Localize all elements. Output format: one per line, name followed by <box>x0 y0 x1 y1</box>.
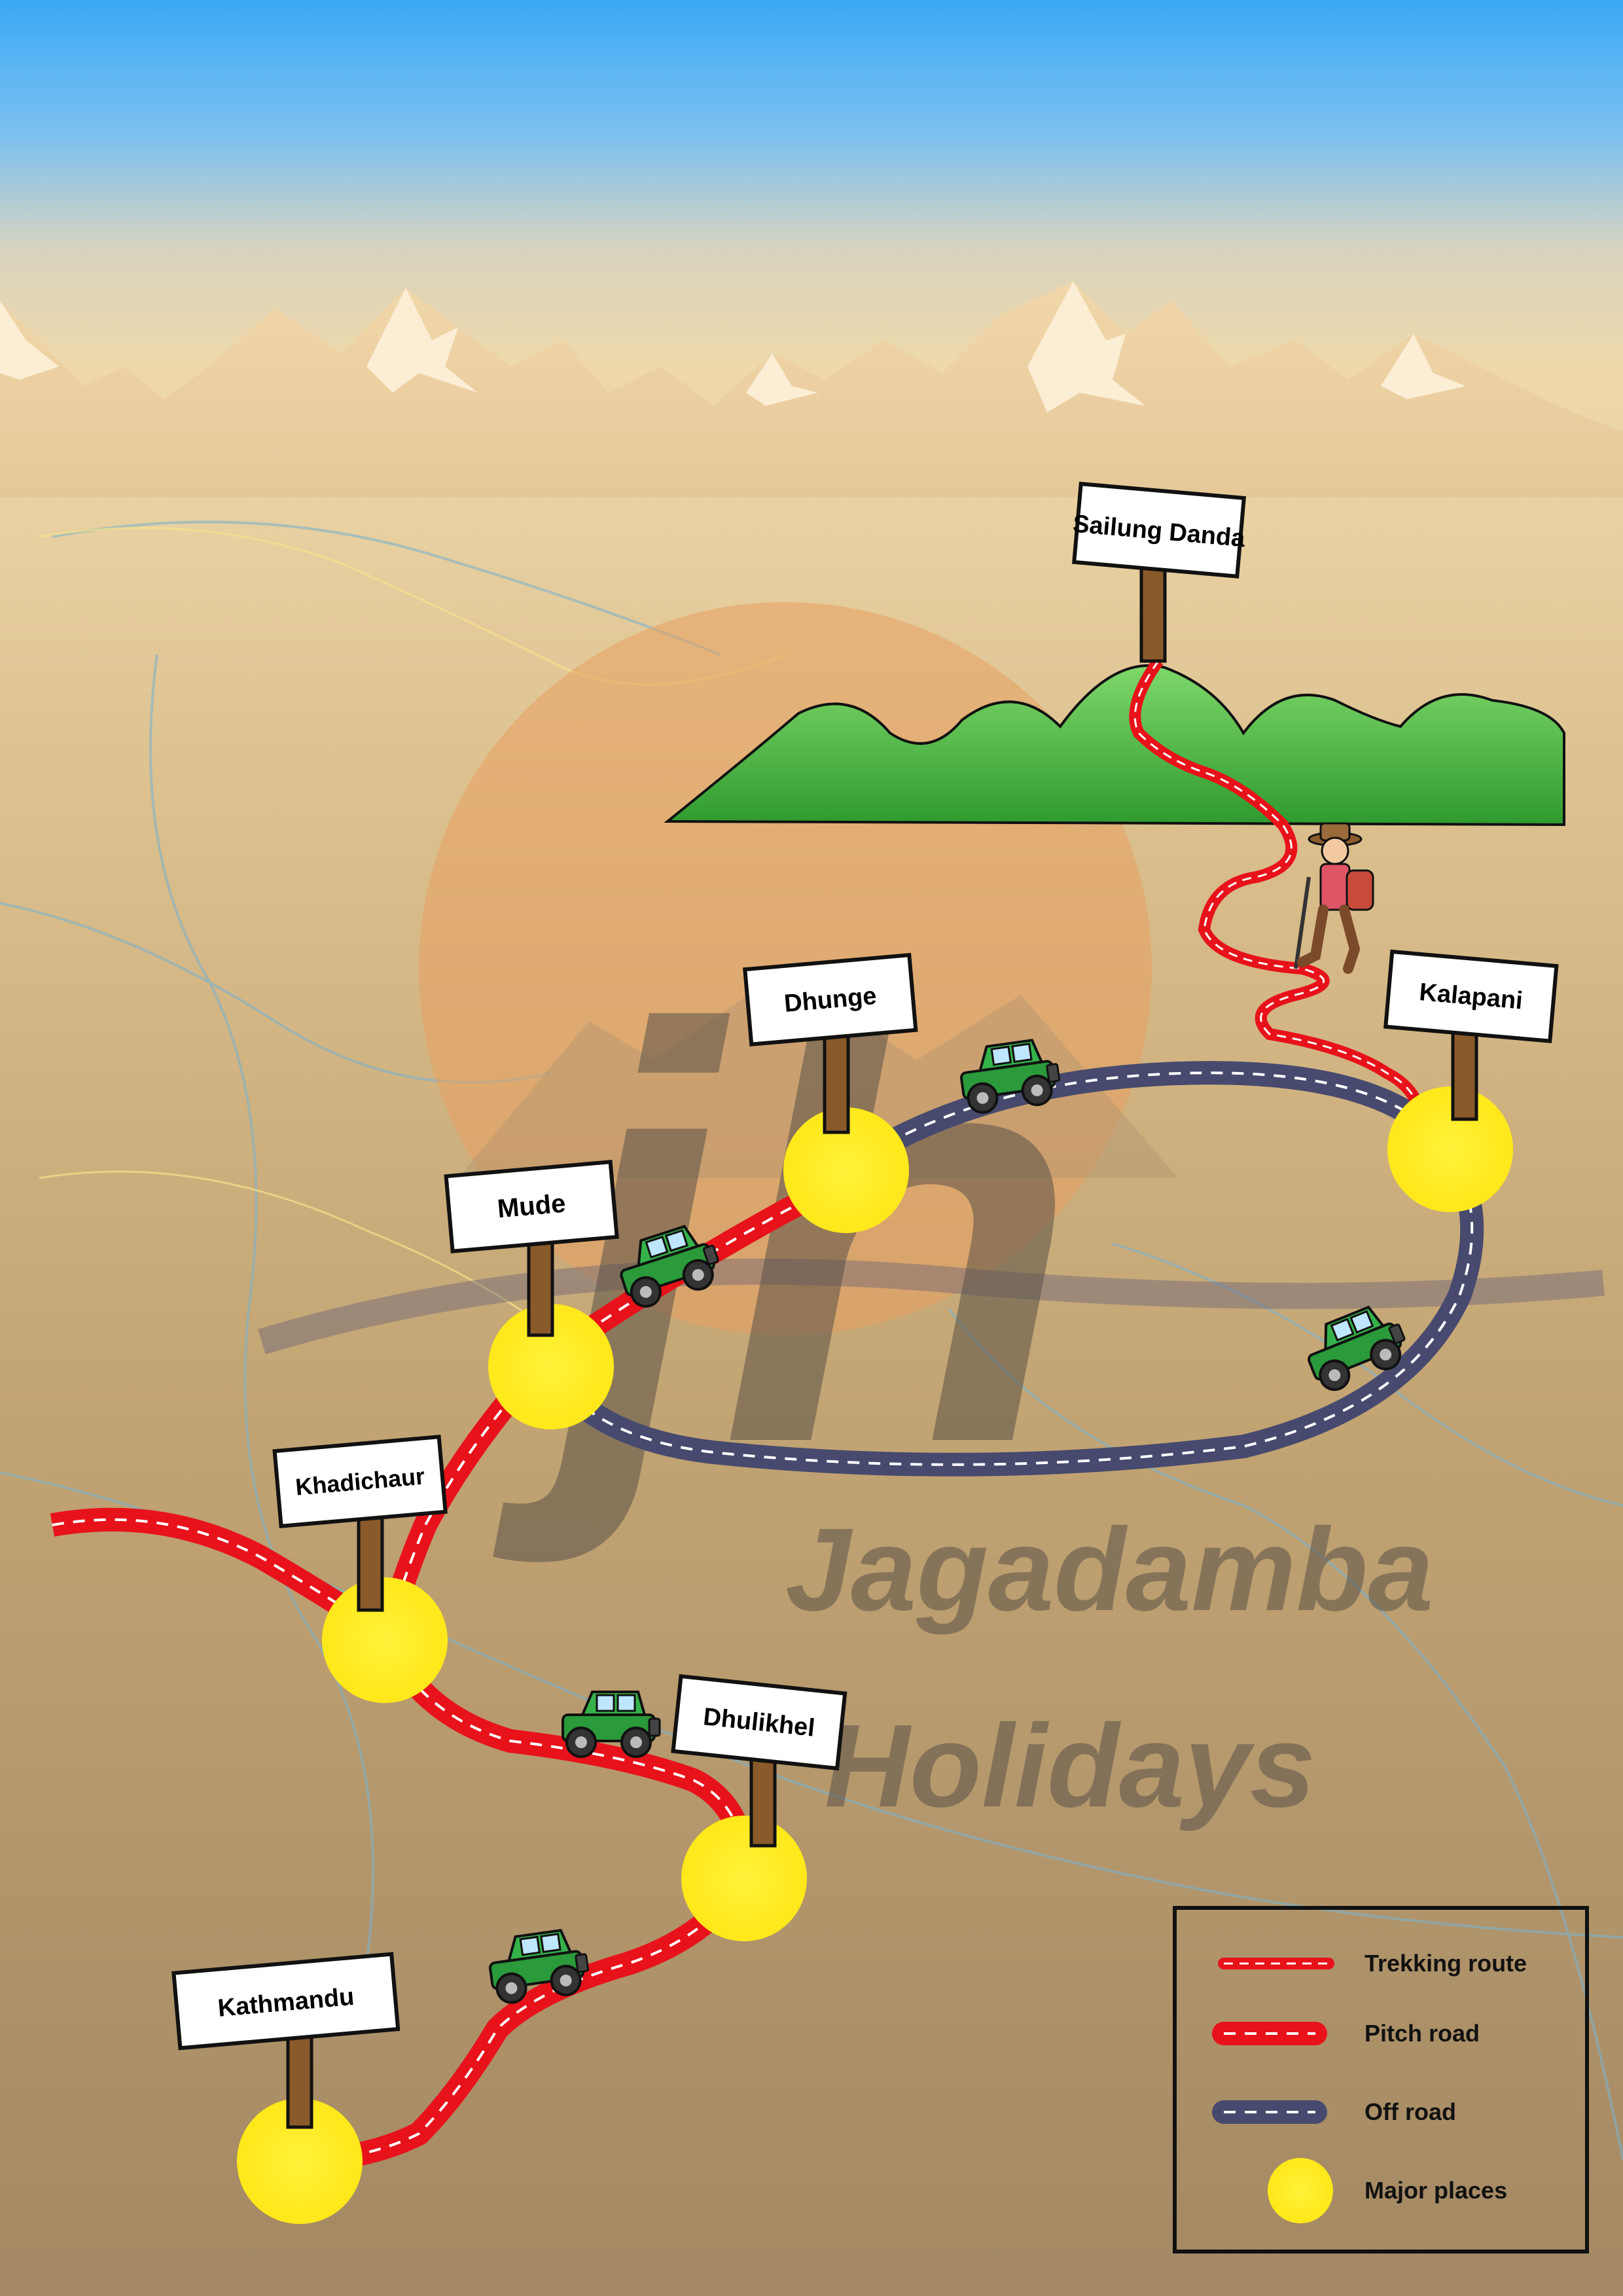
legend: Trekking route Pitch road Off road Major… <box>1173 1906 1589 2253</box>
legend-off-road: Off road <box>1212 2098 1456 2125</box>
place-marker-dhulikhel <box>681 1816 807 1941</box>
place-marker-dhunge <box>783 1107 909 1233</box>
sign-kathmandu: Kathmandu <box>171 1952 401 2129</box>
legend-label-off-road: Off road <box>1364 2098 1456 2125</box>
legend-pitch-road: Pitch road <box>1212 2020 1480 2047</box>
brand-line1: Jagadamba <box>785 1504 1433 1636</box>
legend-major-places: Major places <box>1268 2158 1507 2223</box>
place-marker-kalapani <box>1387 1086 1513 1212</box>
place-marker-mude <box>488 1304 614 1429</box>
major-places <box>237 1086 1513 2224</box>
sign-dhunge: Dhunge <box>742 952 918 1134</box>
mountain-range <box>0 281 1623 497</box>
legend-label-trekking-route: Trekking route <box>1364 1950 1527 1977</box>
legend-label-pitch-road: Pitch road <box>1364 2020 1480 2047</box>
sign-kalapani: Kalapani <box>1383 949 1559 1121</box>
sign-dhulikhel: Dhulikhel <box>671 1674 847 1848</box>
place-marker-kathmandu <box>237 2098 363 2224</box>
label-mude: Mude <box>496 1189 567 1224</box>
sign-khadichaur: Khadichaur <box>272 1434 448 1612</box>
legend-trekking-route: Trekking route <box>1218 1950 1527 1977</box>
signposts: Sailung Danda Kalapani Dhunge Mude <box>171 481 1559 2129</box>
sign-sailung-danda: Sailung Danda <box>1072 481 1247 663</box>
place-marker-khadichaur <box>322 1577 448 1703</box>
sign-mude: Mude <box>444 1159 619 1337</box>
legend-label-major-places: Major places <box>1364 2177 1507 2204</box>
hiker-icon <box>1294 822 1374 974</box>
brand-line2: Holidays <box>825 1700 1315 1832</box>
